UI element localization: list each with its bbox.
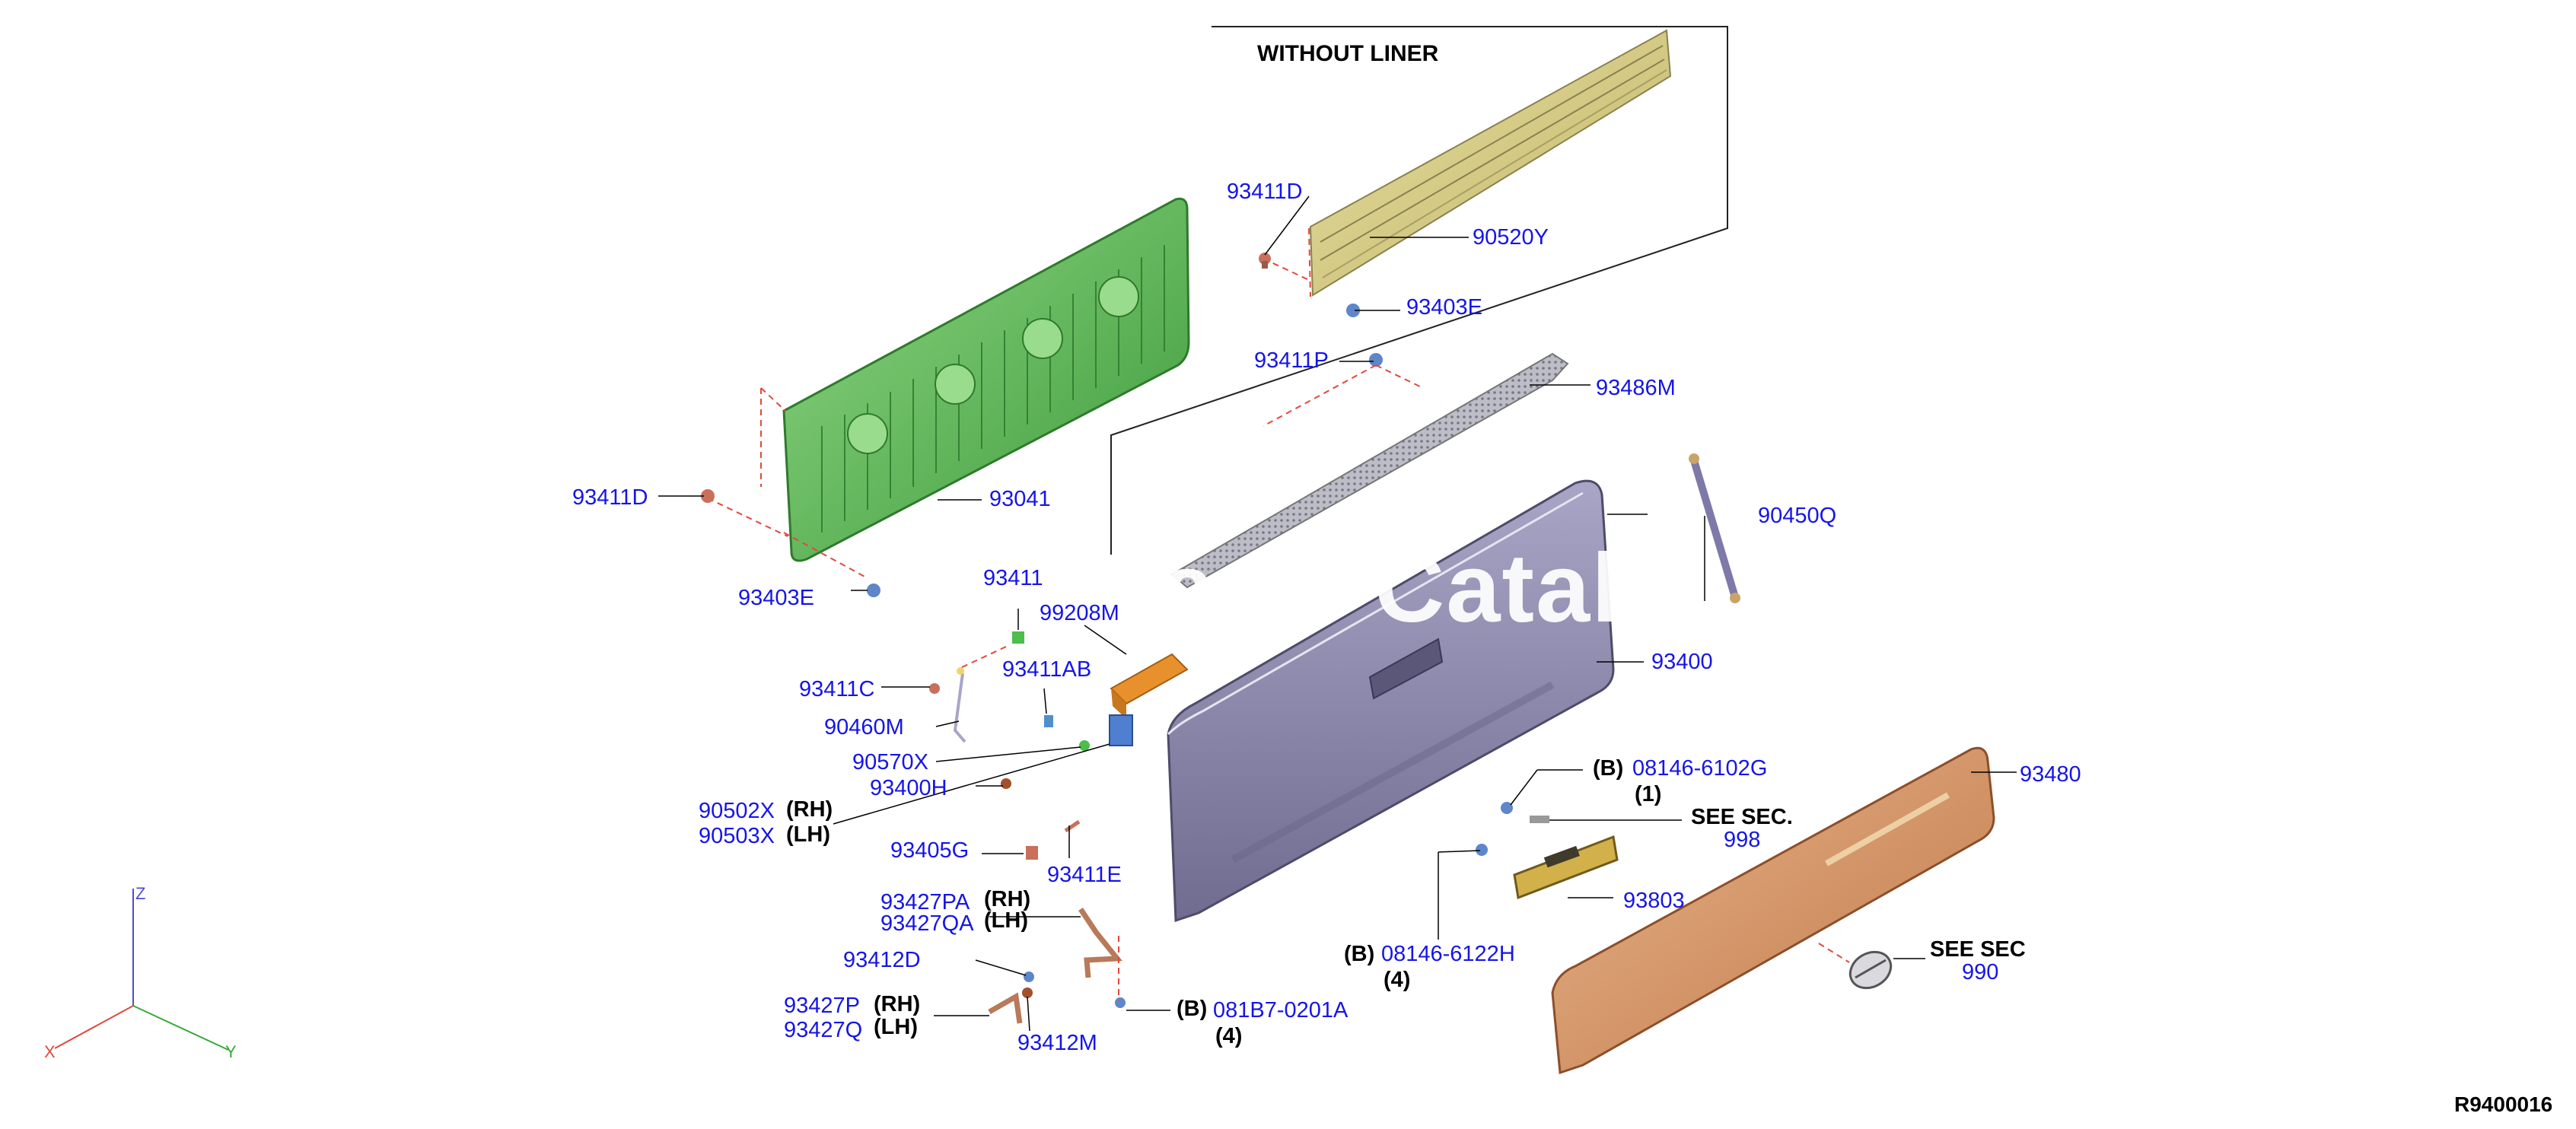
- callout-90570X[interactable]: 90570X: [852, 750, 928, 774]
- leader-lines: [658, 196, 2017, 1032]
- clip-93412M[interactable]: [1022, 987, 1033, 998]
- note-qty-081B7: (4): [1215, 1024, 1243, 1048]
- callout-90460M[interactable]: 90460M: [824, 715, 904, 739]
- tailgate-finisher[interactable]: [1551, 746, 1995, 1075]
- callout-93427Q[interactable]: 93427Q: [784, 1018, 863, 1042]
- note-lh-93427QA: (LH): [984, 908, 1028, 933]
- tailgate-rail-cap[interactable]: [1309, 29, 1672, 297]
- callout-93411[interactable]: 93411: [983, 566, 1043, 590]
- callout-sec-998[interactable]: 998: [1724, 828, 1761, 852]
- callout-90450Q[interactable]: 90450Q: [1758, 504, 1837, 528]
- tailgate-support-strut[interactable]: [1689, 453, 1740, 603]
- callout-93803[interactable]: 93803: [1623, 889, 1685, 913]
- leader-dash: [1263, 364, 1424, 427]
- clip-93403E-top[interactable]: [1346, 304, 1360, 317]
- note-qty-08146-6122H: (4): [1384, 968, 1411, 992]
- callout-93411E[interactable]: 93411E: [1047, 863, 1122, 887]
- tailgate-light-99208M[interactable]: [1110, 653, 1189, 719]
- callout-93041[interactable]: 93041: [989, 487, 1051, 511]
- clip-93411P[interactable]: [1369, 353, 1383, 367]
- bolt-08146-6122H[interactable]: [1476, 844, 1488, 856]
- callout-93411D-top[interactable]: 93411D: [1227, 180, 1303, 204]
- hinge-93427PA[interactable]: [1078, 908, 1123, 978]
- callout-93400[interactable]: 93400: [1651, 650, 1713, 674]
- inset-title: WITHOUT LINER: [1257, 41, 1439, 66]
- callout-93480[interactable]: 93480: [2020, 762, 2081, 787]
- callout-08146-6102G[interactable]: 08146-6102G: [1632, 756, 1768, 781]
- tailgate-shell[interactable]: [1167, 479, 1615, 923]
- callout-99208M[interactable]: 99208M: [1040, 601, 1119, 625]
- tailgate-inner-liner[interactable]: [782, 197, 1190, 562]
- note-qty-08146-6102G: (1): [1635, 782, 1662, 806]
- callout-08146-6122H[interactable]: 08146-6122H: [1381, 942, 1515, 966]
- callout-93405G[interactable]: 93405G: [890, 838, 970, 863]
- callout-93411P[interactable]: 93411P: [1254, 348, 1329, 373]
- callout-90502X[interactable]: 90502X: [699, 799, 775, 823]
- callout-93412M[interactable]: 93412M: [1017, 1031, 1097, 1055]
- hinge-93427P[interactable]: [988, 992, 1023, 1024]
- leader-dash: [960, 646, 1119, 1000]
- callout-93427QA[interactable]: 93427QA: [880, 911, 974, 936]
- bolt-93411-small[interactable]: [1012, 631, 1024, 644]
- note-rh-90502X: (RH): [786, 797, 833, 822]
- tailgate-protector[interactable]: [1170, 352, 1569, 589]
- rod-90460M[interactable]: [953, 667, 966, 743]
- callout-93411AB[interactable]: 93411AB: [1002, 657, 1092, 682]
- clip-93411D-top[interactable]: [1259, 253, 1271, 269]
- note-b-08146-6102G: (B): [1593, 756, 1624, 781]
- emblem-sec990[interactable]: [1844, 945, 1897, 995]
- clip-93400H[interactable]: [1001, 778, 1011, 789]
- note-rh-93427PA: (RH): [984, 887, 1031, 911]
- callout-081B7-0201A[interactable]: 081B7-0201A: [1213, 998, 1348, 1022]
- callout-93400H[interactable]: 93400H: [870, 776, 947, 800]
- callout-93403E-left[interactable]: 93403E: [738, 586, 814, 610]
- note-b-08146-6122H: (B): [1344, 942, 1375, 966]
- clip-93403E-left[interactable]: [867, 584, 880, 597]
- callout-sec-990[interactable]: 990: [1962, 960, 1999, 984]
- bolt-93411E[interactable]: [1064, 819, 1081, 833]
- axis-label-z: Z: [135, 884, 146, 903]
- leader-dash: [1818, 943, 1850, 963]
- callout-93403E-top[interactable]: 93403E: [1406, 295, 1482, 320]
- callout-93427PA[interactable]: 93427PA: [880, 890, 970, 914]
- axis-label-x: X: [44, 1042, 56, 1061]
- diagram-id: R9400016: [2454, 1092, 2553, 1116]
- axis-label-y: Y: [225, 1042, 237, 1061]
- callout-93411C[interactable]: 93411C: [799, 677, 875, 701]
- watermark: Parts Catal: [1094, 534, 1620, 643]
- leader-dash: [707, 387, 868, 579]
- clip-90570X[interactable]: [1079, 740, 1090, 751]
- inset-frame: [1110, 26, 1728, 555]
- bolt-081B7-0201A[interactable]: [1115, 997, 1126, 1008]
- latch-90502X[interactable]: [1109, 714, 1133, 746]
- callout-93427P[interactable]: 93427P: [784, 994, 860, 1018]
- clip-93411C[interactable]: [929, 683, 940, 694]
- note-b-081B7: (B): [1177, 997, 1208, 1021]
- tailgate-handle-assembly[interactable]: [1513, 835, 1619, 900]
- clip-93411D-left[interactable]: [701, 489, 715, 503]
- bolt-08146-6102G[interactable]: [1501, 802, 1549, 823]
- note-lh-90503X: (LH): [786, 822, 830, 847]
- clip-93411AB[interactable]: [1044, 715, 1053, 727]
- callout-93411D-left[interactable]: 93411D: [572, 485, 648, 510]
- callout-90520Y[interactable]: 90520Y: [1473, 225, 1549, 250]
- pin-93405G[interactable]: [1026, 846, 1038, 860]
- callout-93486M[interactable]: 93486M: [1596, 376, 1676, 400]
- note-rh-93427P: (RH): [874, 992, 921, 1016]
- note-lh-93427Q: (LH): [874, 1015, 918, 1039]
- axis-triad: [54, 889, 229, 1051]
- note-see-sec-998: SEE SEC.: [1691, 805, 1793, 829]
- clip-93412D[interactable]: [1024, 972, 1034, 982]
- callout-93412D[interactable]: 93412D: [843, 948, 921, 972]
- note-see-sec-990: SEE SEC: [1930, 937, 2026, 962]
- callout-90503X[interactable]: 90503X: [699, 824, 775, 848]
